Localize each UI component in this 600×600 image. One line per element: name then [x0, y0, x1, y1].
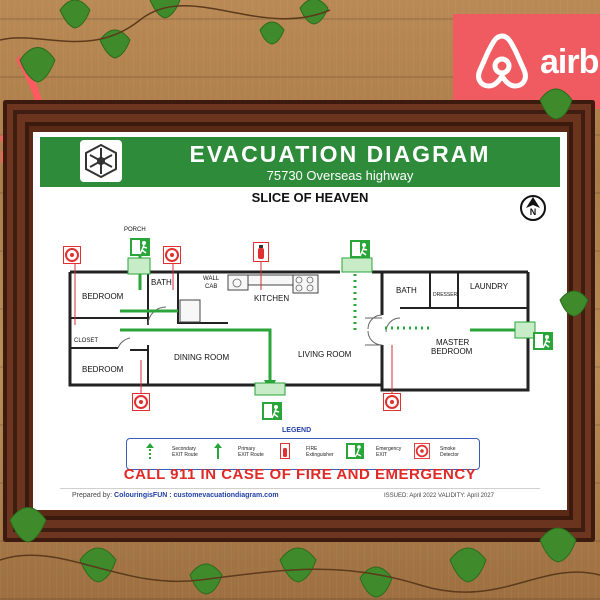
emergency-exit-icon: [262, 402, 282, 420]
footer-divider: [60, 488, 540, 489]
legend-label-extinguisher: FIRE Extinguisher: [306, 446, 334, 458]
room-label-master: MASTER: [436, 338, 470, 347]
emergency-call-notice: CALL 911 IN CASE OF FIRE AND EMERGENCY: [123, 466, 477, 483]
north-compass-icon: N: [520, 195, 546, 221]
room-label-dresser: DRESSER: [433, 292, 458, 298]
svg-text:N: N: [530, 207, 537, 217]
emergency-exit-icon: [346, 443, 364, 459]
smoke-detector-icon: [132, 393, 150, 411]
property-name: SLICE OF HEAVEN: [251, 190, 369, 205]
poster-title: EVACUATION DIAGRAM: [189, 141, 491, 167]
emergency-exit-icon: [350, 240, 370, 258]
smoke-detector-icon: [383, 393, 401, 411]
fire-extinguisher-icon: [280, 443, 290, 459]
room-label-closet: CLOSET: [74, 338, 99, 344]
legend-label-emergency-exit: Emergency EXIT: [376, 446, 402, 458]
room-label-bath: BATH: [396, 286, 417, 295]
safety-logo-icon: [80, 140, 122, 182]
poster-address: 75730 Overseas highway: [266, 168, 414, 183]
room-label-master-bedroom: BEDROOM: [431, 347, 473, 356]
legend-label-primary: Primary EXIT Route: [238, 446, 264, 458]
airbnb-wordmark: airb: [540, 43, 599, 81]
room-label-kitchen: KITCHEN: [254, 294, 290, 303]
room-label-living-room: LIVING ROOM: [298, 350, 352, 359]
dotted-arrow-icon: [146, 443, 154, 459]
evacuation-poster: [33, 132, 567, 510]
smoke-detector-icon: [63, 246, 81, 264]
room-label-dining-room: DINING ROOM: [174, 353, 230, 362]
legend-title: LEGEND: [282, 427, 312, 434]
room-label-bedroom: BEDROOM: [82, 365, 124, 374]
room-label-bath: BATH: [151, 278, 172, 287]
emergency-exit-icon: [130, 238, 150, 256]
room-label-wall: WALL: [203, 276, 220, 282]
airbnb-logo-icon: [476, 33, 528, 89]
issued-validity: ISSUED: April 2022 VALIDITY: April 2027: [384, 493, 494, 499]
fire-extinguisher-icon: [253, 242, 269, 262]
legend-label-smoke-detector: Smoke Detector: [440, 446, 459, 458]
legend-box: [126, 438, 480, 470]
room-label-cab: CAB: [205, 284, 218, 290]
smoke-detector-icon: [414, 443, 430, 459]
emergency-exit-icon: [533, 332, 553, 350]
prepared-by: Prepared by: ColouringisFUN : customevac…: [72, 492, 279, 499]
arrow-icon: [214, 443, 222, 459]
poster-header-bar: [40, 137, 560, 187]
room-label-porch: PORCH: [124, 227, 146, 233]
airbnb-banner: [453, 14, 600, 109]
legend-label-secondary: Secondary EXIT Route: [172, 446, 198, 458]
room-label-laundry: LAUNDRY: [470, 282, 509, 291]
smoke-detector-icon: [163, 246, 181, 264]
room-label-bedroom: BEDROOM: [82, 292, 124, 301]
